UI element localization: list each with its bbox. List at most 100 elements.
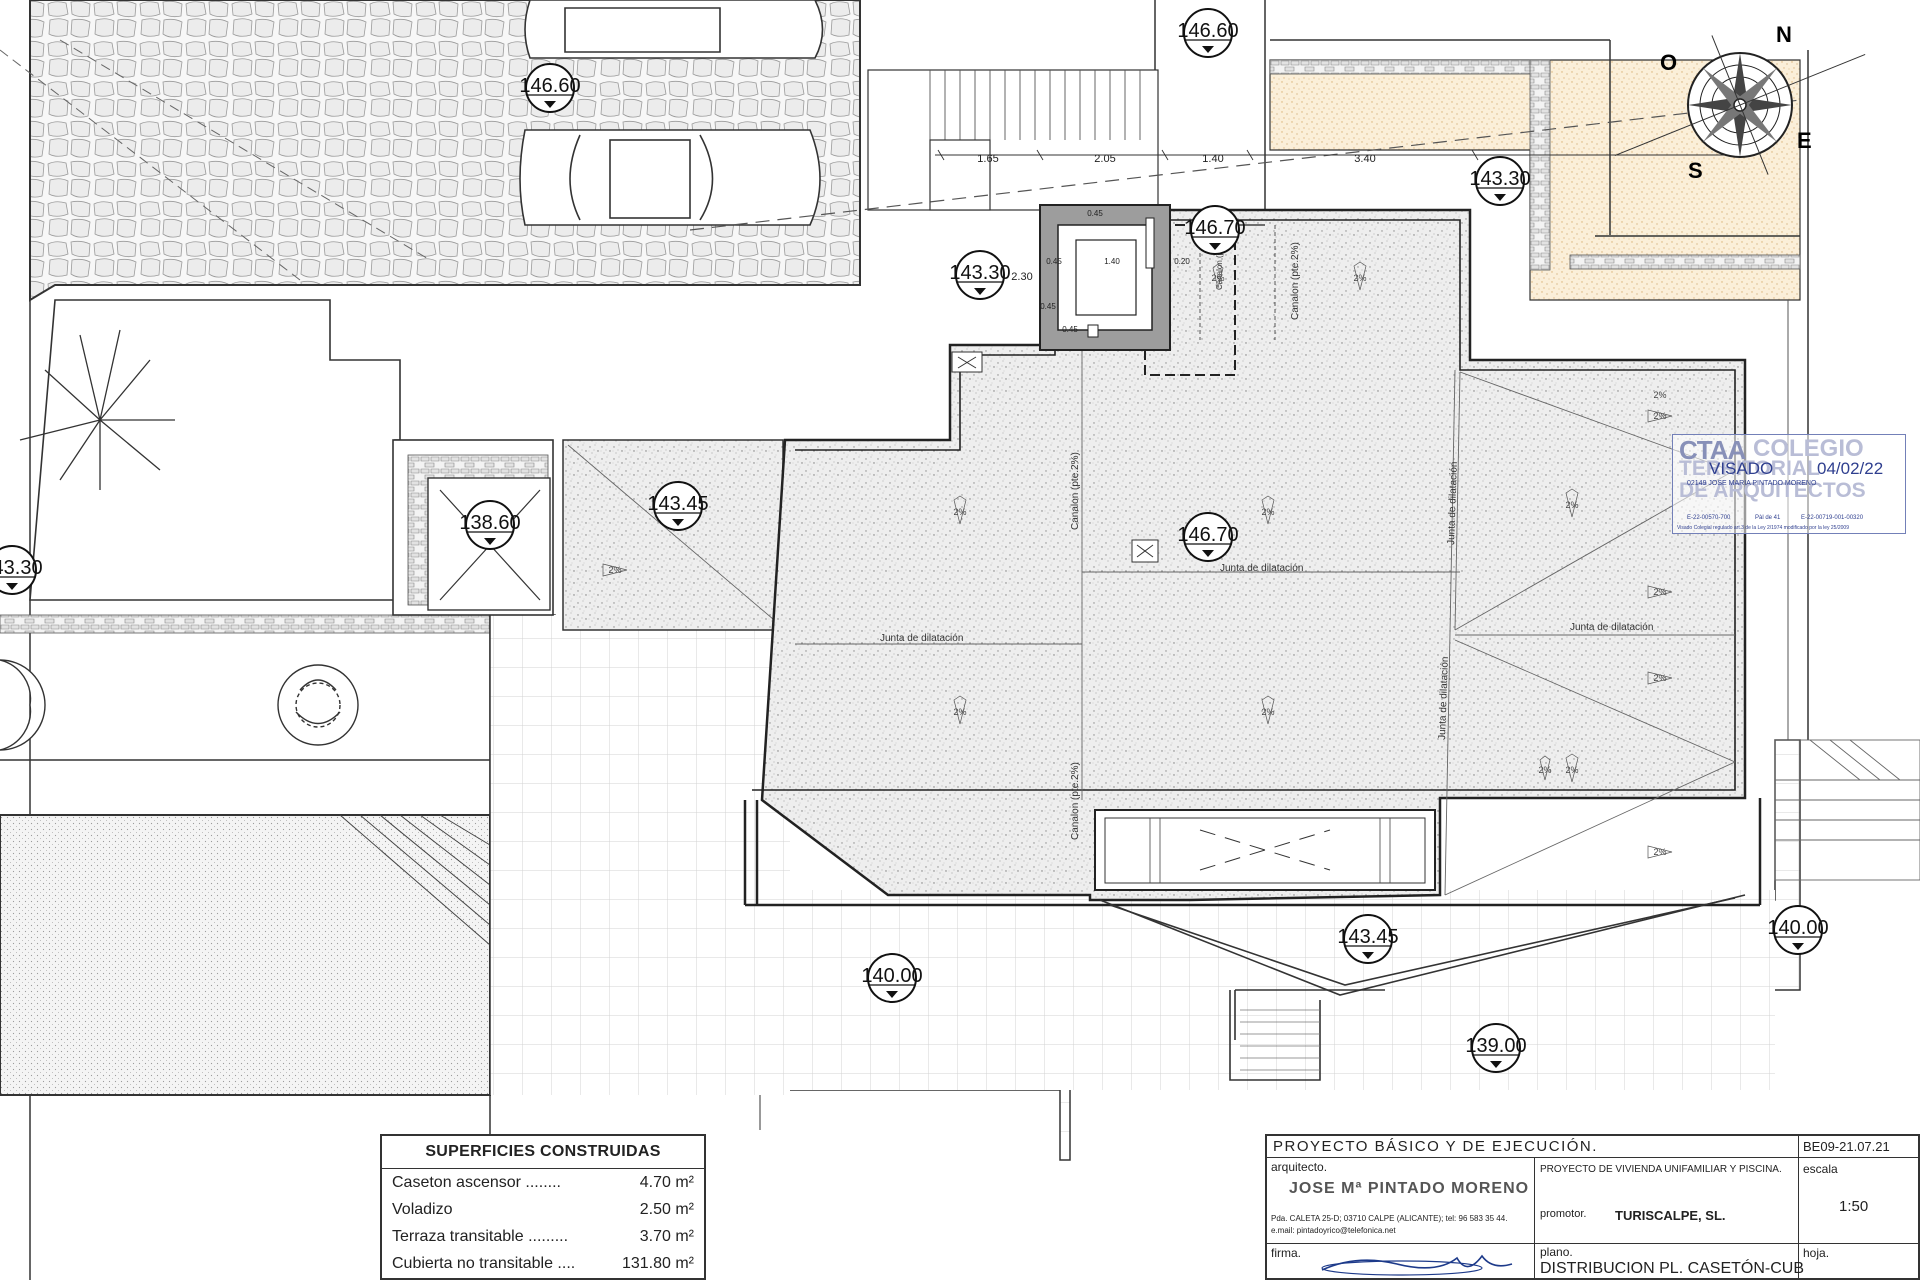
level-marker-143-45-bottom: 143.45: [1337, 914, 1399, 964]
slope-mark: 2%: [953, 707, 966, 717]
visado-colegio: COLEGIO: [1753, 435, 1864, 462]
dim-2-30: 2.30: [1011, 271, 1032, 283]
svg-text:138.60: 138.60: [459, 512, 520, 534]
visado-date: 04/02/22: [1817, 459, 1884, 478]
level-marker-143-30-stair: 143.30: [949, 250, 1011, 300]
tb-proyecto-desc: PROYECTO DE VIVIENDA UNIFAMILIAR Y PISCI…: [1540, 1164, 1782, 1175]
visado-label: VISADO: [1709, 459, 1774, 478]
tb-arquitecto-label: arquitecto.: [1271, 1160, 1328, 1174]
svg-text:143.30: 143.30: [0, 557, 43, 579]
slope-mark: 2%: [608, 565, 621, 575]
visado-legal: Visado Colegial regulado art.3 de la Ley…: [1677, 525, 1849, 531]
car-bottom: [519, 129, 821, 226]
visado-ref1: E-22-00570-700: [1687, 515, 1731, 521]
row-value: 2.50 m²: [639, 1201, 694, 1218]
slope-mark: 2%: [1653, 587, 1666, 597]
tb-escala: 1:50: [1839, 1198, 1869, 1215]
superficies-row: Voladizo 2.50 m²: [382, 1196, 704, 1223]
svg-text:146.70: 146.70: [1184, 217, 1245, 239]
junta-label-3: Junta de dilatación: [1570, 622, 1653, 633]
slope-mark: 2%: [1211, 273, 1224, 283]
tb-promotor-label: promotor.: [1540, 1208, 1587, 1220]
junta-label-1: Junta de dilatación: [1220, 563, 1303, 574]
compass-s: S: [1688, 158, 1703, 183]
superficies-row: Cubierta no transitable .... 131.80 m²: [382, 1250, 704, 1277]
level-marker-143-30-left: 143.30: [0, 545, 43, 595]
visado-ref3: E-22-00719-001-00320: [1801, 515, 1864, 521]
car-top: [524, 0, 824, 59]
visado-arquitectos: DE ARQUITECTOS: [1679, 479, 1866, 502]
slope-mark: 2%: [1565, 500, 1578, 510]
entrance-stair: [867, 69, 1159, 211]
slope-mark: 2%: [1538, 765, 1551, 775]
slope-mark: 2%: [1353, 273, 1366, 283]
dim-e1: 0.45: [1087, 209, 1103, 218]
main-roof: [760, 208, 1747, 902]
signature-mark: [1321, 1254, 1513, 1276]
row-value: 131.80 m²: [621, 1255, 694, 1272]
row-value: 3.70 m²: [639, 1228, 694, 1245]
dim-e2: 1.40: [1104, 257, 1120, 266]
dim-e5: 0.45: [1040, 302, 1056, 311]
visado-ref2: Pàl de 41: [1755, 515, 1781, 521]
dim-e3: 0.45: [1046, 257, 1062, 266]
svg-text:143.30: 143.30: [949, 262, 1010, 284]
visado-territorial: TERRITORIAL: [1679, 457, 1820, 480]
level-marker-146-60-top: 146.60: [1177, 8, 1239, 58]
dim-e4: 0.20: [1174, 257, 1190, 266]
row-label: Terraza transitable .........: [392, 1228, 569, 1245]
svg-text:143.45: 143.45: [1337, 926, 1398, 948]
superficies-title: SUPERFICIES CONSTRUIDAS: [382, 1136, 704, 1169]
svg-text:140.00: 140.00: [1767, 917, 1828, 939]
canalon-label-3: Canalon (pte.2%): [1290, 242, 1301, 320]
row-label: Caseton ascensor ........: [392, 1174, 561, 1191]
tb-plano: DISTRIBUCION PL. CASETÓN-CUB: [1540, 1260, 1805, 1277]
compass-rose: [1614, 35, 1866, 175]
junta-label-2: Junta de dilatación: [880, 633, 963, 644]
skylight: [1094, 809, 1436, 891]
visado-ctaa: CTAA: [1679, 435, 1746, 465]
level-marker-146-60-car: 146.60: [519, 63, 581, 113]
svg-text:139.00: 139.00: [1465, 1035, 1526, 1057]
level-marker-140-00-right: 140.00: [1767, 905, 1829, 955]
superficies-row: Terraza transitable ......... 3.70 m²: [382, 1223, 704, 1250]
superficies-table: SUPERFICIES CONSTRUIDAS Caseton ascensor…: [380, 1134, 706, 1280]
dim-1-65: 1.65: [977, 153, 998, 165]
row-label: Voladizo: [392, 1201, 453, 1218]
svg-text:146.60: 146.60: [519, 75, 580, 97]
canalon-label-4: Canalon (pte.2%): [1215, 227, 1224, 290]
slope-mark: 2%: [1653, 673, 1666, 683]
svg-text:140.00: 140.00: [861, 965, 922, 987]
row-value: 4.70 m²: [639, 1174, 694, 1191]
compass-n: N: [1776, 22, 1792, 47]
svg-text:146.60: 146.60: [1177, 20, 1238, 42]
level-marker-146-70-elev: 146.70: [1184, 205, 1246, 255]
dim-3-40: 3.40: [1354, 153, 1375, 165]
level-marker-146-70-center: 146.70: [1177, 512, 1239, 562]
tb-email: e.mail: pintadoyrico@telefonica.net: [1271, 1226, 1396, 1235]
slope-mark: 2%: [1653, 411, 1666, 421]
slope-mark: 2%: [1261, 707, 1274, 717]
tb-code: BE09-21.07.21: [1799, 1136, 1920, 1158]
slope-mark: 2%: [1653, 390, 1666, 400]
canalon-label-1: Canalon (pte.2%): [1070, 452, 1081, 530]
palm-plant: [19, 329, 175, 490]
dim-1-40: 1.40: [1202, 153, 1223, 165]
compass-o: O: [1660, 50, 1677, 75]
superficies-row: Caseton ascensor ........ 4.70 m²: [382, 1169, 704, 1196]
slope-markers: 2% 2% 2% 2% 2% 2% 2% 2% 2% 2% 2% 2% 2% 2…: [602, 261, 1673, 859]
tb-address: Pda. CALETA 25-D; 03710 CALPE (ALICANTE)…: [1271, 1214, 1508, 1223]
canalon-label-2: Canalon (pte.2%): [1070, 762, 1081, 840]
svg-text:143.45: 143.45: [647, 493, 708, 515]
row-label: Cubierta no transitable ....: [392, 1255, 576, 1272]
junta-label-4: Junta de dilatación: [1446, 461, 1460, 545]
visado-stamp: CTAA COLEGIO TERRITORIAL DE ARQUITECTOS …: [1672, 434, 1906, 534]
svg-text:146.70: 146.70: [1177, 524, 1238, 546]
junta-label-5: Junta de dilatación: [1437, 656, 1451, 740]
pool: [0, 814, 491, 1096]
slope-mark: 2%: [953, 507, 966, 517]
dim-e6: 0.45: [1062, 325, 1078, 334]
svg-text:143.30: 143.30: [1469, 168, 1530, 190]
level-marker-139-00: 139.00: [1465, 1023, 1527, 1073]
slope-mark: 2%: [1565, 765, 1578, 775]
